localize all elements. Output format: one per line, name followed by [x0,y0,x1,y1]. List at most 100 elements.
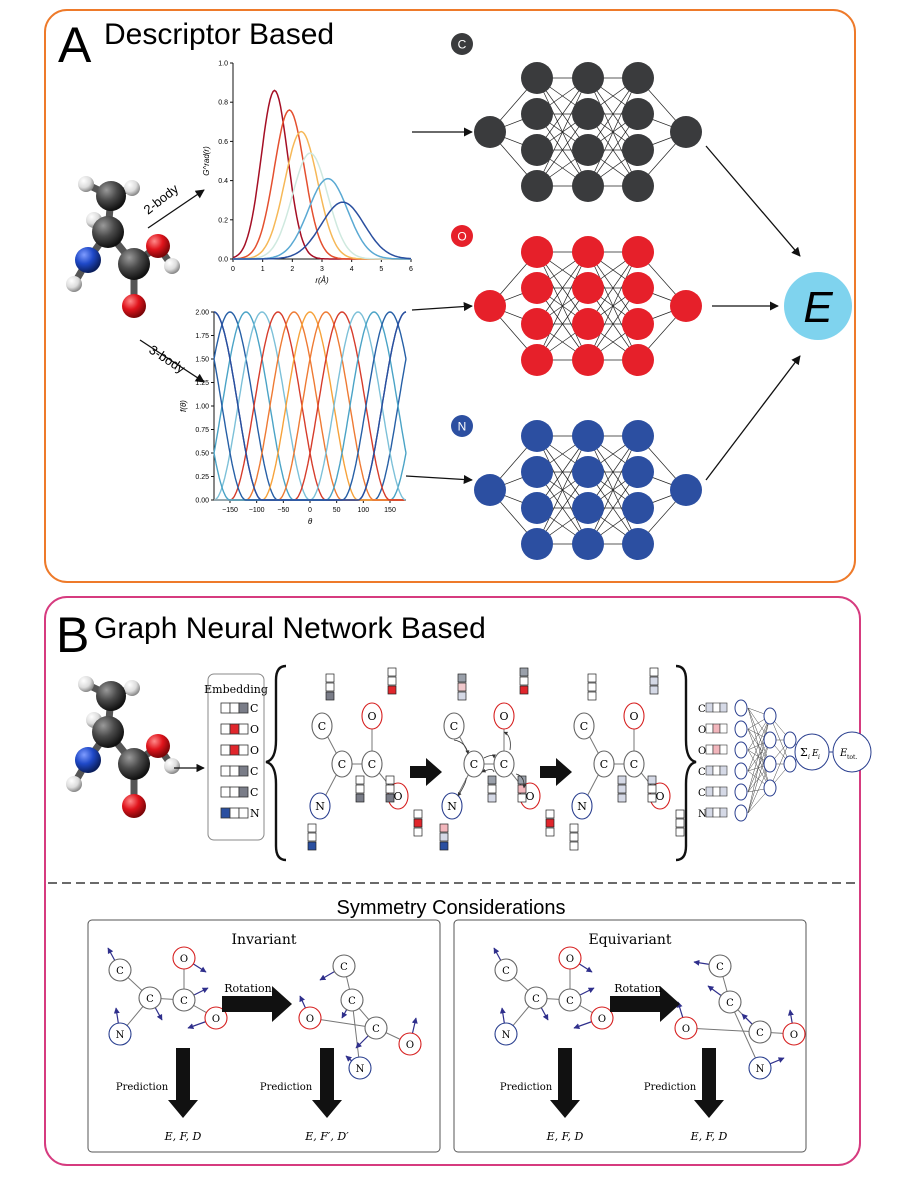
sum-index: i [808,754,810,761]
graph-node-label: C [318,720,326,733]
graph-node-label: C [348,996,356,1007]
prediction-label-inv-right: Prediction [260,1082,313,1093]
graph-node [493,702,515,730]
network-neuron [521,170,553,202]
left-brace [265,664,287,862]
embedding-cell [238,702,249,714]
arrow-n-to-e [705,355,801,481]
arrow-3body [139,339,205,383]
graph-node [718,990,742,1014]
graph-node-label: C [470,758,478,771]
network-neuron [521,308,553,340]
message-arrow [515,773,527,789]
graph-node [441,792,463,820]
panel-b-frame [44,596,861,1166]
graph-node [748,1020,772,1044]
feature-cell [413,818,423,828]
panel-b-title: Graph Neural Network Based [94,612,486,645]
element-badge-label: O [457,230,466,244]
x-tick-label: −50 [277,507,289,514]
embedding-cell [229,765,240,777]
readout-input-neuron [734,783,748,801]
x-tick-label: −150 [222,507,238,514]
graph-node-label: O [499,710,508,723]
embedding-cell [238,765,249,777]
graph-node-label: N [756,1064,765,1075]
readout-cell [705,765,714,776]
embedding-label: Embedding [204,683,268,696]
feature-cell [385,775,395,785]
graph-node-label: O [406,1040,414,1051]
feature-cell [355,793,365,803]
readout-hidden-neuron [763,779,777,797]
result-eq-left: E, F, D [546,1130,584,1143]
graph-node-label: O [525,790,534,803]
feature-cell [519,685,529,695]
graph-node-label: C [600,758,608,771]
feature-cell [545,827,555,837]
network-neuron [521,420,553,452]
feature-cell [325,673,335,683]
feature-cell [439,841,449,851]
readout-cell [719,723,728,734]
graph-node [340,988,364,1012]
graph-node-label: C [726,998,734,1009]
network-neuron [521,98,553,130]
energy-output-label: E [803,283,833,332]
graph-node-label: C [116,966,124,977]
nitrogen-atom [75,247,101,273]
rotation-arrow-equivariant [610,986,680,1022]
feature-cell [307,832,317,842]
y-tick-label: 1.25 [195,380,209,387]
graph-node [309,792,331,820]
graph-node [524,986,548,1010]
feature-cell [439,823,449,833]
feature-cell [675,818,685,828]
network-neuron [521,492,553,524]
network-edge [587,435,639,545]
readout-edge [747,707,771,765]
network-neuron [622,236,654,268]
feature-cell [647,784,657,794]
network-neuron [622,272,654,304]
network-neuron [521,528,553,560]
graph-node-label: O [682,1024,690,1035]
network-neuron [474,290,506,322]
x-tick-label: 150 [384,507,396,514]
embedding-atom-label: N [250,807,260,820]
graph-node-label: O [367,710,376,723]
total-energy-symbol: E [839,748,848,759]
readout-cell [719,744,728,755]
y-tick-label: 1.00 [195,404,209,411]
graph-node [493,750,515,778]
feature-cell [517,784,527,794]
embedding-atom-label: O [250,744,259,757]
network-neuron [622,62,654,94]
carbon-atom [92,716,124,748]
message-arrow [453,739,470,755]
y-tick-label: 0.50 [195,451,209,458]
y-tick-label: 0.0 [218,257,228,264]
feature-cell [587,691,597,701]
graph-node-label: N [502,1030,511,1041]
feature-cell [649,667,659,677]
embedding-cell [238,723,249,735]
readout-hidden-neuron [783,755,797,773]
oxygen-atom [146,734,170,758]
embedding-cell [220,744,231,756]
graph-node [298,1006,322,1030]
prediction-arrow-inv-left [168,1048,198,1118]
graph-node-label: C [372,1024,380,1035]
feature-cell [325,691,335,701]
feature-cell [649,676,659,686]
prediction-arrow-eq-right [694,1048,724,1118]
graph-node-label: O [393,790,402,803]
network-neuron [572,272,604,304]
readout-input-neuron [734,699,748,717]
message-arrow [483,754,496,759]
y-tick-label: 2.00 [195,310,209,317]
graph-node-label: C [532,994,540,1005]
